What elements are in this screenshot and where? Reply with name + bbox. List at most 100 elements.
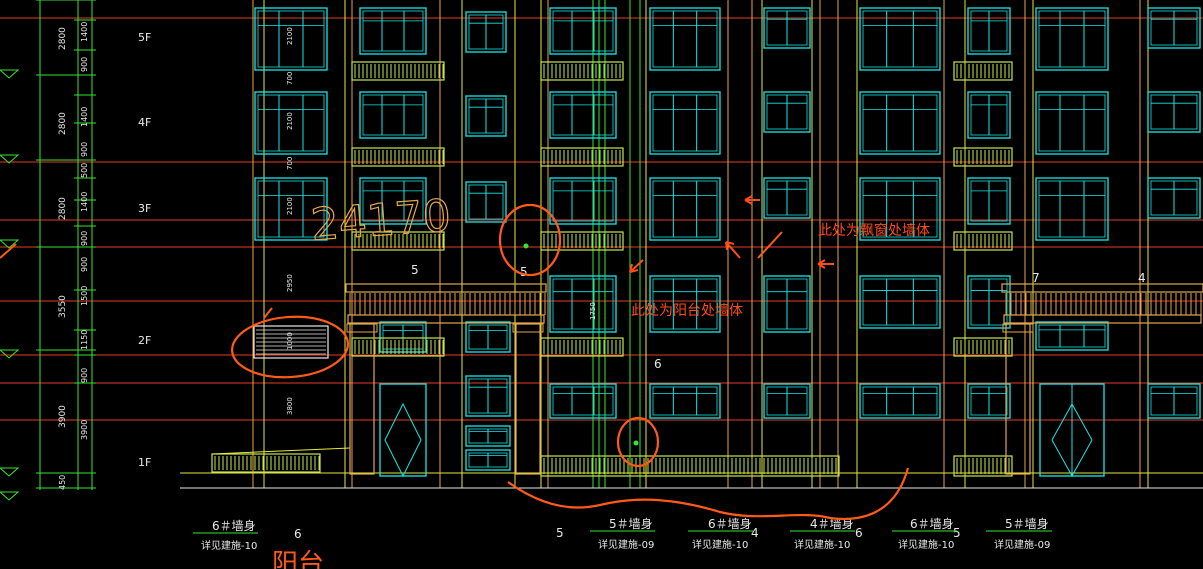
- window-inner-frame: [552, 180, 614, 222]
- window-inner-frame: [552, 94, 614, 136]
- dim-inner-text: 900: [80, 57, 89, 72]
- window-inner-frame: [652, 278, 718, 330]
- window-frame: [549, 275, 617, 333]
- markup-tick: [263, 307, 273, 319]
- window-frame: [254, 7, 328, 71]
- window-height-text: 700: [286, 157, 294, 170]
- railing-frame: [540, 61, 624, 81]
- level-marker-icon: [0, 154, 20, 164]
- window-height-text: 2100: [286, 197, 294, 215]
- window-height-text: 1750: [589, 302, 597, 320]
- window-frame: [1147, 177, 1201, 219]
- level-marker-icon: [0, 69, 20, 79]
- window-frame: [1035, 7, 1109, 71]
- dim-inner-text: 1400: [80, 22, 89, 42]
- entrance-door: [379, 383, 427, 477]
- window-frame: [465, 181, 507, 223]
- ramp-rail: [211, 447, 351, 455]
- wall-label-3[interactable]: 6＃墙身 详见建施-10: [688, 516, 753, 551]
- window-inner-frame: [362, 10, 424, 52]
- window-frame: [1035, 177, 1109, 241]
- window-frame: [1147, 7, 1201, 49]
- railing-frame: [540, 231, 624, 251]
- window-frame: [859, 177, 941, 241]
- bay-window-wall-note: 此处为飘窗处墙体: [818, 222, 930, 239]
- markup-layer: 24170 阳台: [0, 190, 910, 569]
- window-frame: [359, 7, 427, 55]
- window-inner-frame: [362, 180, 424, 222]
- railing-frame: [351, 231, 445, 251]
- railing-frame: [351, 147, 445, 167]
- markup-dot: [523, 243, 529, 249]
- dim-inner-text: 1400: [80, 192, 89, 212]
- level-marker-icon: [0, 491, 20, 501]
- window-frame: [1147, 91, 1201, 133]
- window-elements: [254, 7, 1201, 478]
- dim-inner-text: 3900: [80, 420, 89, 440]
- window-frame: [967, 7, 1011, 55]
- arrow-icon: [629, 259, 644, 273]
- wall-label-5[interactable]: 6＃墙身 详见建施-10: [892, 516, 957, 551]
- door-diamond: [384, 402, 422, 478]
- window-inner-frame: [652, 94, 718, 152]
- canopy-cornice: [345, 283, 547, 293]
- structure-elements: [211, 283, 1203, 475]
- window-frame: [465, 11, 507, 53]
- arrow-icon: [817, 259, 834, 269]
- window-frame: [859, 7, 941, 71]
- window-inner-frame: [552, 278, 614, 330]
- dim-outer-text: 3550: [58, 295, 68, 318]
- callout-balcony[interactable]: 此处为阳台处墙体: [629, 241, 743, 319]
- wall-label-6[interactable]: 5＃墙身 详见建施-09: [986, 516, 1052, 551]
- window-frame: [549, 91, 617, 139]
- window-inner-frame: [862, 278, 938, 326]
- grid-mark: 5: [520, 265, 528, 279]
- window-inner-frame: [257, 180, 325, 238]
- dim-inner-text: 500: [80, 163, 89, 178]
- floor-label-2f: 2F: [138, 334, 151, 347]
- window-inner-frame: [257, 10, 325, 68]
- wall-label-4[interactable]: 4＃墙身 详见建施-10: [790, 516, 855, 551]
- window-inner-frame: [862, 386, 938, 416]
- balcony-wall-note: 此处为阳台处墙体: [631, 303, 743, 319]
- railing-frame: [540, 147, 624, 167]
- railing-frame: [540, 455, 840, 477]
- dimension-chain: [0, 0, 96, 501]
- window-frame: [859, 275, 941, 329]
- window-frame: [967, 177, 1011, 225]
- window-inner-frame: [552, 386, 614, 416]
- window-frame: [967, 383, 1011, 419]
- wall-label-ref: 详见建施-10: [692, 538, 748, 551]
- floor-label-1f: 1F: [138, 456, 151, 469]
- window-height-text: 700: [286, 72, 294, 85]
- markup-wavy-underline: [507, 467, 910, 521]
- entrance-column: [515, 323, 541, 475]
- wall-label-2[interactable]: 5＃墙身 详见建施-09: [590, 516, 655, 551]
- wall-label-title: 6＃墙身: [708, 516, 752, 531]
- grid-mark: 5: [411, 263, 419, 277]
- arrow-icon: [744, 195, 760, 205]
- window-frame: [763, 177, 811, 219]
- entrance-column: [349, 323, 375, 475]
- callout-bay-window[interactable]: 此处为飘窗处墙体: [744, 195, 930, 269]
- window-inner-frame: [1038, 180, 1106, 238]
- window-frame: [967, 91, 1011, 139]
- level-marker-icon: [0, 239, 20, 249]
- railing-frame: [953, 147, 1013, 167]
- window-inner-frame: [552, 10, 614, 52]
- window-height-text: 2100: [286, 27, 294, 45]
- floor-level-lines: [0, 17, 1203, 421]
- grid-mark: 5: [556, 526, 564, 540]
- column-capital: [1002, 323, 1034, 333]
- level-marker-icon: [0, 349, 20, 359]
- window-frame: [649, 177, 721, 241]
- window-frame: [763, 383, 811, 419]
- wall-label-ref: 详见建施-10: [201, 539, 257, 552]
- window-frame: [1035, 91, 1109, 155]
- wall-label-title: 6＃墙身: [910, 516, 954, 531]
- wall-label-1[interactable]: 6＃墙身 详见建施-10: [193, 518, 258, 552]
- floor-label-5f: 5F: [138, 31, 151, 44]
- window-height-text: 2950: [286, 274, 294, 292]
- dim-inner-text: 1500: [80, 286, 89, 306]
